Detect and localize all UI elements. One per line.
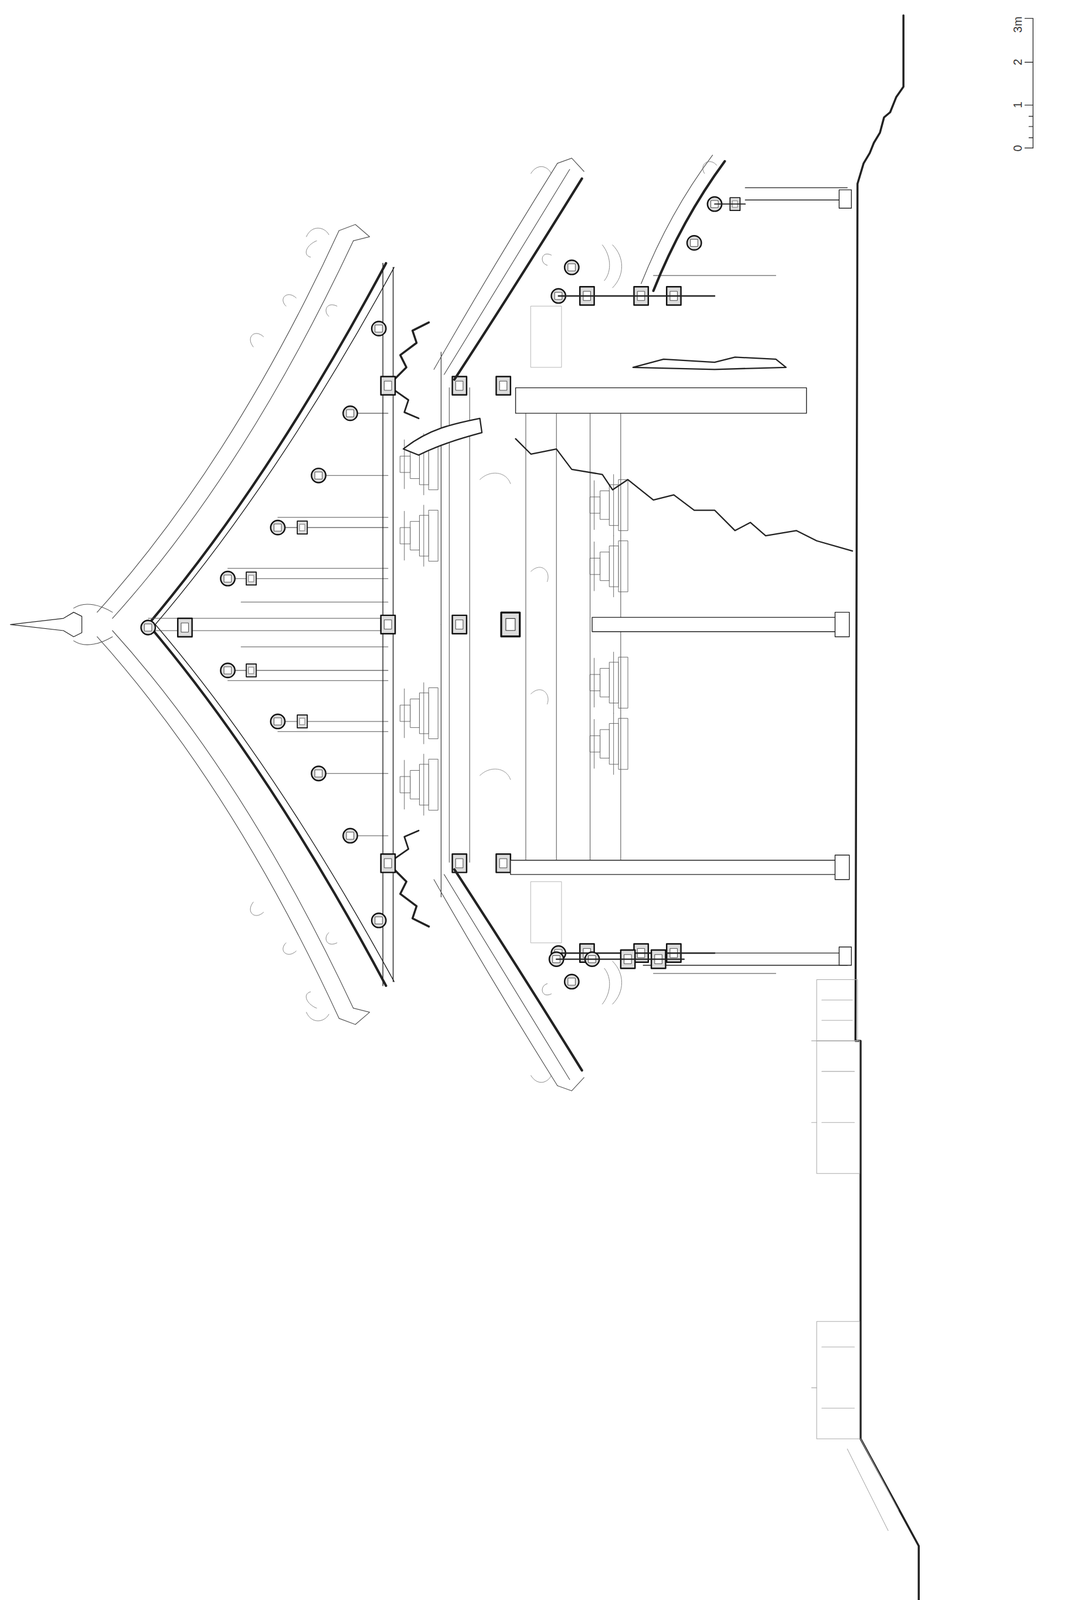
column: [838, 189, 852, 209]
column: [643, 952, 848, 954]
lower-roof: [556, 958, 685, 960]
balustrade: [816, 1321, 860, 1440]
balustrade: [811, 1041, 817, 1389]
scale-bar: [1024, 147, 1033, 149]
scale-bar: [1028, 126, 1033, 127]
column: [835, 855, 850, 880]
central-members: [501, 612, 520, 637]
lower-roof: [549, 155, 746, 969]
central-members: [381, 615, 396, 634]
column: [653, 275, 777, 277]
lower-roof: [714, 203, 746, 205]
scale-bar: [1024, 62, 1033, 63]
lower-roof: [702, 161, 717, 174]
lower-roof: [653, 161, 726, 291]
column: [745, 199, 848, 201]
scale-label: 3m: [1011, 16, 1024, 33]
cloud-carving: [633, 357, 787, 370]
scale-bar: [1024, 104, 1033, 106]
column: [745, 187, 848, 189]
column: [838, 947, 852, 966]
pavilion-section: [97, 624, 715, 1092]
column: [643, 964, 848, 966]
scale-label: 1: [1011, 102, 1024, 109]
central-members: [141, 620, 156, 635]
column: [592, 617, 838, 632]
scale-bar: [1028, 137, 1033, 138]
column: [835, 612, 850, 638]
cloud-carving: [403, 357, 853, 552]
lower-roof: [641, 155, 713, 284]
beam-band: [449, 388, 450, 863]
central-members: [177, 618, 192, 637]
scale-bar: [1024, 18, 1033, 19]
central-members: [141, 612, 520, 637]
scale-bar: [1028, 116, 1033, 117]
scale-label: 2: [1011, 59, 1024, 66]
column: [653, 973, 777, 974]
balustrade: [821, 1000, 899, 1531]
balustrade: [811, 979, 899, 1531]
beam-band: [556, 413, 557, 863]
column: [510, 860, 838, 875]
cloud-carving: [403, 418, 482, 456]
beam-band: [620, 413, 621, 863]
beam-band: [589, 413, 591, 863]
lower-roof: [687, 235, 702, 250]
cloud-carving: [515, 439, 853, 552]
ground-line: [855, 15, 919, 1600]
beam-band: [469, 388, 471, 863]
column: [510, 187, 852, 974]
central-members: [452, 615, 467, 634]
balustrade: [816, 979, 858, 1041]
scale-bar: [1024, 18, 1033, 148]
beam-band: [525, 413, 526, 863]
scale-bar: [1032, 18, 1034, 148]
ridge-ornament: [73, 604, 113, 645]
beam-band: [480, 473, 549, 780]
roof-finial: [10, 612, 83, 638]
scale-label: 0: [1011, 144, 1024, 152]
column: [515, 388, 807, 414]
balustrade: [816, 1041, 860, 1174]
